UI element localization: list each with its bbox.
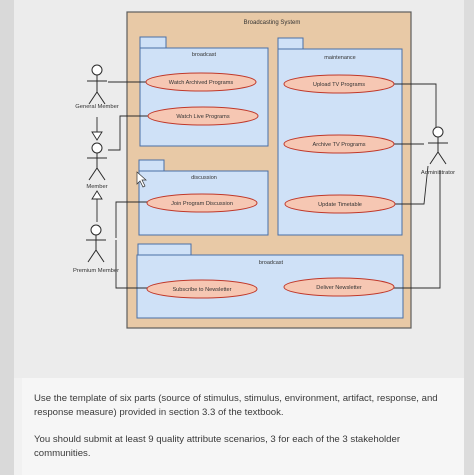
actor-head-icon: [91, 142, 103, 154]
package-tab-broadcast-bottom: [137, 243, 192, 256]
use-case-label: Upload TV Programs: [313, 82, 365, 88]
use-case-label: Deliver Newsletter: [316, 285, 362, 291]
use-case-label: Watch Archived Programs: [169, 80, 234, 86]
package-label-broadcast-top: broadcast: [192, 52, 217, 58]
line-admin-deliver: [372, 170, 441, 289]
actor-body-icon: [428, 137, 448, 165]
generalization-arrows: [91, 117, 103, 222]
line-member-watch-live: [108, 115, 148, 151]
instructions-paragraph-1: Use the template of six parts (source of…: [34, 393, 438, 418]
use-case-update-timetable[interactable]: Update Timetable: [284, 194, 396, 214]
use-case-label: Archive TV Programs: [312, 142, 365, 148]
package-tab-maintenance: [277, 37, 304, 50]
cursor-icon: [136, 171, 147, 188]
use-case-label: Subscribe to Newsletter: [172, 287, 231, 293]
use-case-archive-tv[interactable]: Archive TV Programs: [283, 134, 395, 154]
actor-body-icon: [87, 75, 107, 105]
use-case-label: Join Program Discussion: [171, 201, 233, 207]
use-case-diagram: Broadcasting System broadcast maintenanc…: [72, 11, 456, 329]
use-case-watch-live[interactable]: Watch Live Programs: [147, 106, 259, 126]
actor-head-icon: [432, 126, 444, 138]
package-label-broadcast-bottom: broadcast: [259, 260, 284, 266]
actor-body-icon: [87, 153, 107, 181]
use-case-label: Watch Live Programs: [176, 114, 229, 120]
actor-label-general-member: General Member: [75, 104, 119, 110]
package-broadcast-top: [139, 47, 269, 147]
actor-label-member: Member: [86, 184, 107, 190]
right-page-edge: [464, 0, 474, 475]
package-label-maintenance: maintenance: [324, 55, 356, 61]
use-case-watch-archived[interactable]: Watch Archived Programs: [145, 72, 257, 92]
actor-label-premium-member: Premium Member: [73, 268, 119, 274]
generalization-arrowhead-bottom: [91, 190, 103, 200]
instructions-paragraph-2: You should submit at least 9 quality att…: [34, 434, 401, 459]
use-case-deliver-newsletter[interactable]: Deliver Newsletter: [283, 277, 395, 297]
generalization-arrowhead-top: [91, 131, 103, 141]
actor-administrator[interactable]: [428, 126, 448, 165]
use-case-join-discussion[interactable]: Join Program Discussion: [146, 193, 258, 213]
instructions-panel: Use the template of six parts (source of…: [22, 378, 464, 475]
use-case-label: Update Timetable: [318, 202, 362, 208]
system-title: Broadcasting System: [244, 20, 301, 26]
left-page-edge: [0, 0, 14, 475]
line-premium-join-discussion: [115, 201, 148, 238]
actor-body-icon: [86, 235, 106, 263]
package-tab-discussion: [138, 159, 165, 172]
line-premium-subscribe: [115, 240, 148, 289]
use-case-upload-tv[interactable]: Upload TV Programs: [283, 74, 395, 94]
package-label-discussion: discussion: [191, 175, 217, 181]
package-tab-broadcast-top: [139, 36, 167, 49]
actor-member[interactable]: [87, 142, 107, 181]
actor-head-icon: [91, 64, 103, 76]
use-case-subscribe-newsletter[interactable]: Subscribe to Newsletter: [146, 279, 258, 299]
actor-premium-member[interactable]: [86, 224, 106, 263]
actor-general-member[interactable]: [87, 64, 107, 105]
actor-head-icon: [90, 224, 102, 236]
actor-label-administrator: Administrator: [421, 170, 455, 176]
